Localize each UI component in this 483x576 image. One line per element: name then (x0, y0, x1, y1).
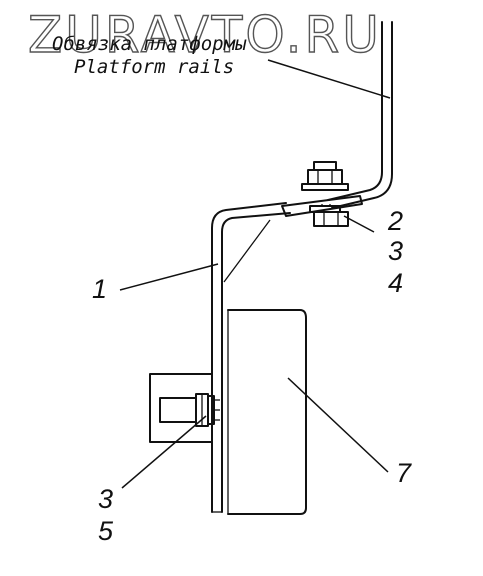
callout-3-top: 3 (388, 236, 403, 266)
leader-7 (287, 377, 389, 473)
callout-7: 7 (396, 458, 412, 488)
top-bolt-assembly (301, 161, 349, 227)
platform-rail (327, 21, 393, 209)
callout-2: 2 (387, 206, 403, 236)
bracket-diagonal-edge (223, 219, 271, 283)
block-part-7 (227, 309, 307, 515)
leader-3-5 (121, 415, 207, 489)
title-leader-line (267, 59, 391, 99)
callout-4: 4 (388, 268, 403, 298)
title-russian: Обвязка платформы (52, 33, 247, 55)
callout-5: 5 (98, 516, 114, 546)
watermark-text: ZURAVTO.RU (28, 6, 382, 64)
leader-2-3-4 (343, 215, 375, 233)
leader-1 (119, 263, 219, 291)
callout-3-bottom: 3 (98, 484, 113, 514)
title-english: Platform rails (74, 56, 234, 78)
clamp-plate-part-2 (281, 195, 363, 217)
lower-bolt-assembly (149, 373, 220, 443)
bracket-part-1 (211, 202, 291, 513)
callout-1: 1 (92, 274, 107, 304)
